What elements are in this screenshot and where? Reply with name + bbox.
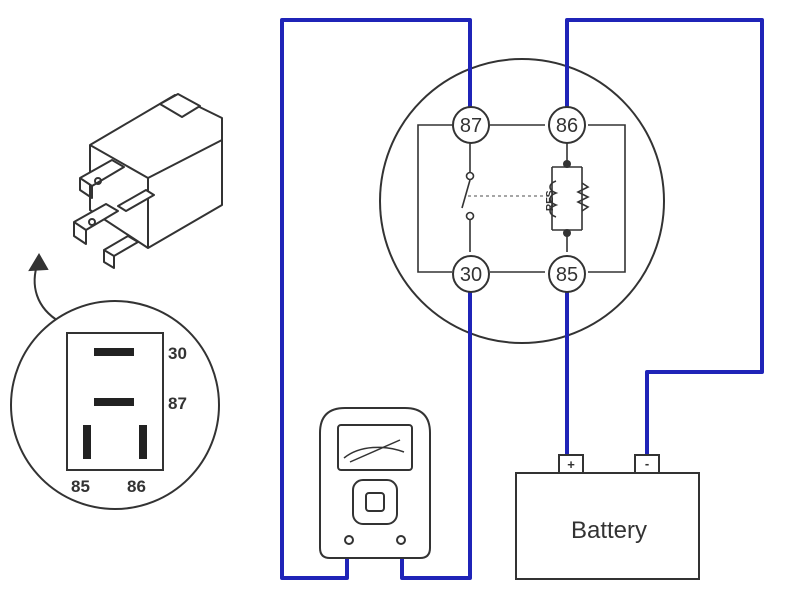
terminal-30: 30 xyxy=(452,255,490,293)
pin-30-bar xyxy=(94,348,134,356)
terminal-label-86: 86 xyxy=(556,115,578,137)
battery-negative-sign: - xyxy=(645,456,649,471)
multimeter-icon xyxy=(319,407,431,559)
pin-label-30: 30 xyxy=(168,344,187,363)
terminal-85: 85 xyxy=(548,255,586,293)
terminal-87: 87 xyxy=(452,106,490,144)
terminal-86: 86 xyxy=(548,106,586,144)
battery-label: Battery xyxy=(571,517,647,544)
battery-negative-terminal xyxy=(634,454,660,474)
relay-schematic: RES xyxy=(379,58,665,344)
wires xyxy=(280,18,764,580)
terminal-label-87: 87 xyxy=(460,115,482,137)
pin-label-86: 86 xyxy=(127,477,146,496)
wire-30-meter xyxy=(400,290,472,580)
pin-86-bar xyxy=(139,425,147,459)
curved-arrow-icon xyxy=(28,253,61,323)
relay-icon xyxy=(73,93,223,269)
pin-label-85: 85 xyxy=(71,477,90,496)
coil-label: RES xyxy=(545,190,556,211)
battery-positive-terminal xyxy=(558,454,584,474)
pin-87-bar xyxy=(94,398,134,406)
wire-86-battery-neg xyxy=(565,18,764,457)
pinout-diagram: 30 87 85 86 xyxy=(10,300,220,510)
pin-85-bar xyxy=(83,425,91,459)
pin-label-87: 87 xyxy=(168,394,187,413)
battery-positive-sign: + xyxy=(567,457,575,472)
battery: + - Battery xyxy=(515,454,700,580)
wire-87-meter xyxy=(280,18,472,580)
terminal-label-30: 30 xyxy=(460,264,482,286)
terminal-label-85: 85 xyxy=(556,264,578,286)
